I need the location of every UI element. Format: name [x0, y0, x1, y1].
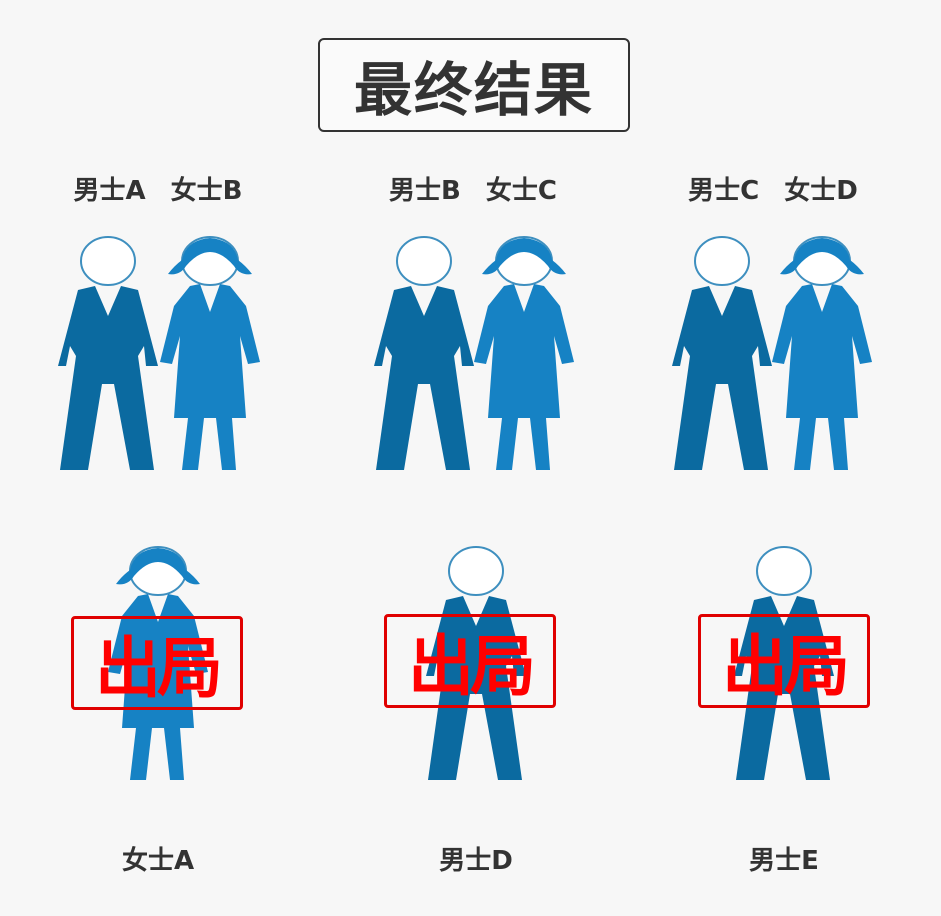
pair-2-woman-name: 女士C [485, 176, 557, 206]
page-title: 最终结果 [353, 56, 594, 124]
woman-figure-icon [160, 236, 260, 470]
eliminated-name-1: 女士A [121, 846, 195, 876]
man-figure-icon [734, 546, 834, 780]
pair-3-man-name: 男士C [688, 176, 760, 206]
eliminated-stamp: 出局 [71, 616, 243, 710]
pair-1-woman-name: 女士B [170, 176, 243, 206]
pair-label-2: 男士B 女士C [363, 170, 583, 207]
woman-figure-icon [772, 236, 872, 470]
pair-2-man-name: 男士B [389, 176, 461, 206]
pair-3-woman-name: 女士D [784, 176, 858, 206]
pair-label-1: 男士A 女士B [48, 170, 268, 207]
man-figure-icon [672, 236, 772, 470]
pair-1-man-name: 男士A [73, 176, 146, 206]
eliminated-stamp: 出局 [698, 614, 870, 708]
eliminated-name-2: 男士D [439, 846, 513, 876]
woman-figure-icon [108, 546, 208, 780]
eliminated-stamp: 出局 [384, 614, 556, 708]
stamp-text: 出局 [408, 628, 536, 705]
stamp-text: 出局 [722, 628, 850, 705]
eliminated-name-3: 男士E [749, 846, 819, 876]
woman-figure-icon [474, 236, 574, 470]
pair-label-3: 男士C 女士D [663, 170, 883, 207]
man-figure-icon [374, 236, 474, 470]
man-figure-icon [58, 236, 158, 470]
title-box: 最终结果 [318, 38, 630, 132]
man-figure-icon [426, 546, 526, 780]
stamp-text: 出局 [95, 630, 223, 707]
